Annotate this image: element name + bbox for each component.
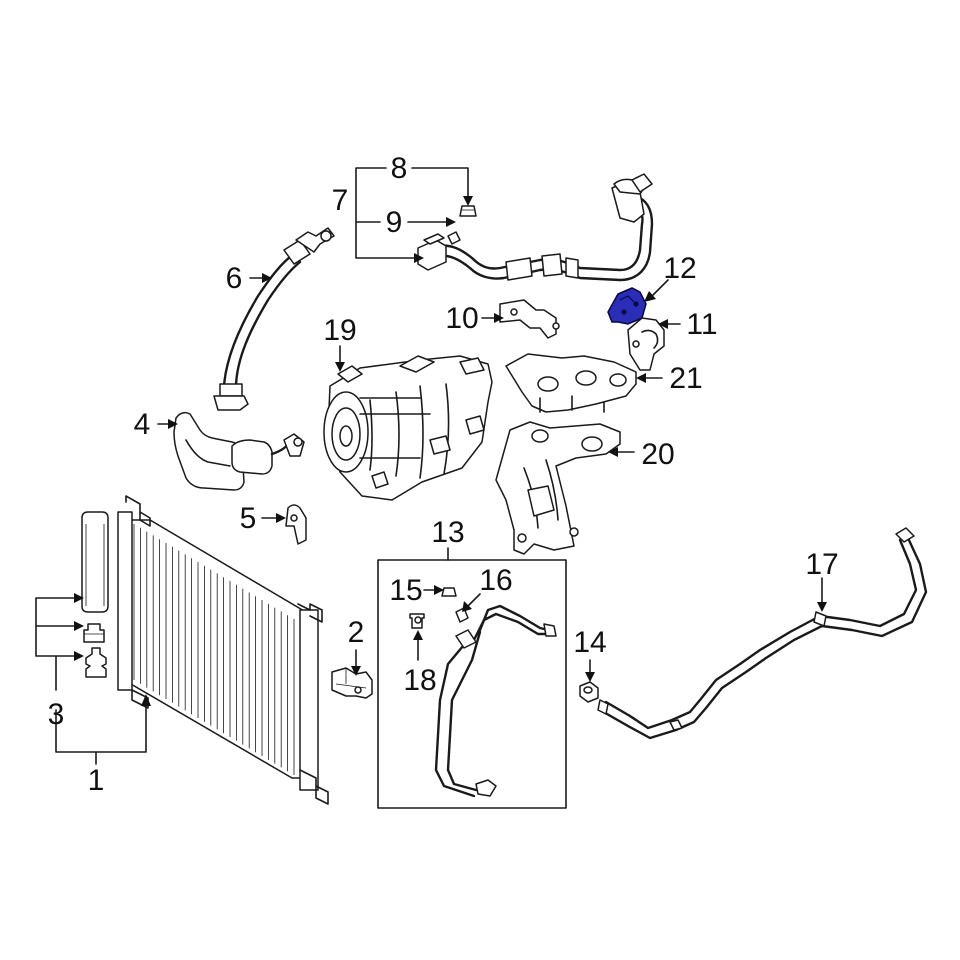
callout-19[interactable]: 19: [323, 314, 356, 347]
callout-13[interactable]: 13: [431, 516, 464, 549]
condenser-bracket-part[interactable]: [331, 667, 373, 699]
o-ring-part[interactable]: [579, 681, 599, 703]
mount-bracket-highlighted[interactable]: [607, 287, 647, 325]
callout-14[interactable]: 14: [573, 626, 606, 659]
compressor-part[interactable]: [323, 355, 493, 501]
callout-2[interactable]: 2: [348, 616, 365, 649]
callout-7[interactable]: 7: [332, 184, 349, 217]
pipe-clamp-part[interactable]: [627, 317, 665, 371]
line-bracket-part[interactable]: [499, 299, 560, 339]
liquid-line-part[interactable]: [597, 527, 928, 740]
callout-12[interactable]: 12: [663, 252, 696, 285]
callout-5[interactable]: 5: [240, 502, 257, 535]
callout-15[interactable]: 15: [389, 574, 422, 607]
upper-bracket-part[interactable]: [505, 353, 637, 413]
callout-18[interactable]: 18: [403, 664, 436, 697]
suction-line-part[interactable]: [417, 173, 654, 282]
suction-hose-part[interactable]: [213, 227, 335, 411]
callout-10[interactable]: 10: [445, 302, 478, 335]
callout-3[interactable]: 3: [48, 698, 65, 731]
callout-8[interactable]: 8: [391, 152, 408, 185]
liquid-line-assembly-part[interactable]: [409, 587, 557, 798]
receiver-drier-kit-part[interactable]: [81, 511, 109, 678]
compressor-bracket-part[interactable]: [495, 421, 621, 555]
callout-6[interactable]: 6: [226, 262, 243, 295]
callout-16[interactable]: 16: [479, 564, 512, 597]
callout-labels: 1 2 3 4 5 6 7 8 9 10 11 12 13 14 15 16 1…: [48, 152, 839, 797]
callout-4[interactable]: 4: [134, 408, 151, 441]
hose-clamp-part[interactable]: [285, 504, 307, 545]
callout-9[interactable]: 9: [386, 206, 403, 239]
callout-21[interactable]: 21: [669, 362, 702, 395]
liquid-line-box: [377, 559, 567, 809]
callout-11[interactable]: 11: [686, 308, 717, 341]
condenser-part[interactable]: [117, 495, 329, 805]
callout-17[interactable]: 17: [805, 548, 838, 581]
callout-1[interactable]: 1: [88, 764, 105, 797]
callout-20[interactable]: 20: [641, 438, 674, 471]
leader-lines: [35, 167, 827, 765]
discharge-hose-part[interactable]: [173, 411, 305, 491]
